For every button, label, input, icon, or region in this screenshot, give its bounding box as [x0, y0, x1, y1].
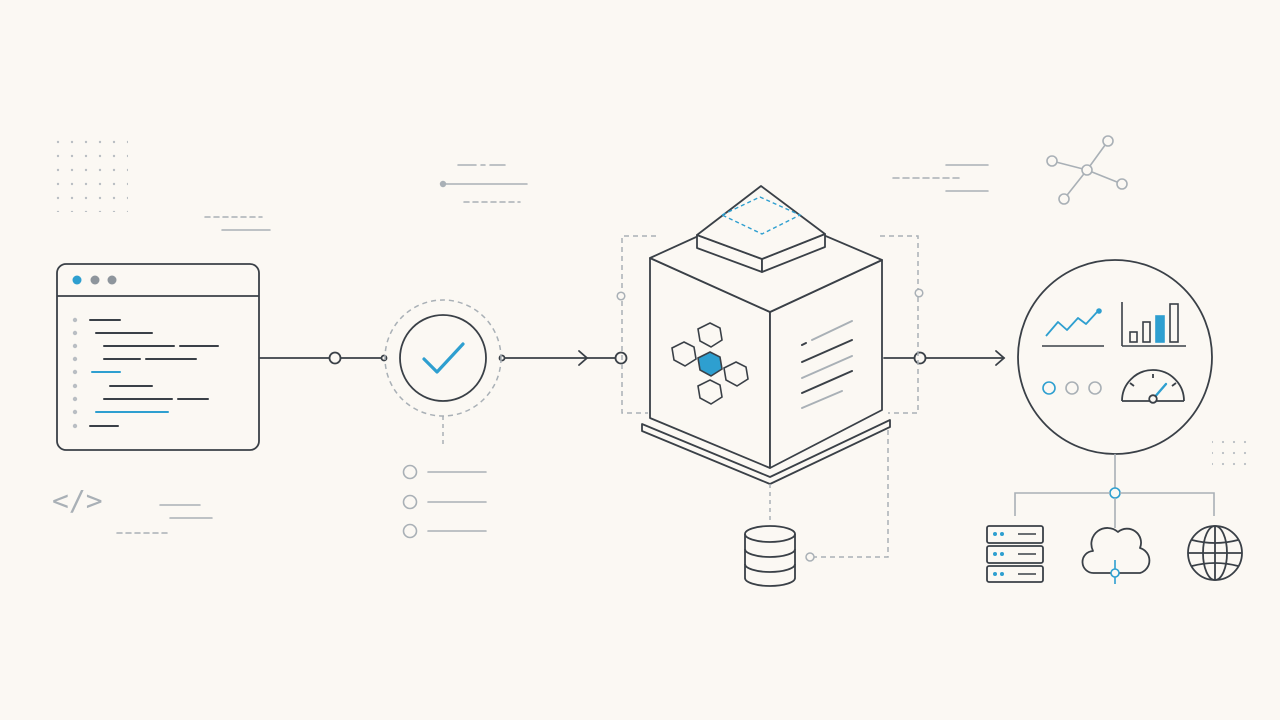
window-dot-gray: [107, 275, 117, 285]
dot-grid-top-left: [52, 140, 128, 212]
hexagon-cluster-icon: [671, 322, 749, 405]
window-dot-blue: [72, 275, 82, 285]
processing-cube: [616, 185, 924, 562]
bar-chart-icon: [1121, 302, 1186, 347]
connector-nodes: [328, 351, 927, 365]
arrowhead-1: [578, 350, 589, 366]
dash-dot-marker: [439, 180, 447, 188]
code-brackets-icon: </>: [52, 484, 103, 517]
cube-text-lines: [801, 320, 853, 409]
validation-check-icon: [384, 299, 502, 446]
window-dot-gray: [90, 275, 100, 285]
arrowhead-2: [995, 350, 1006, 366]
dash-lines-top-right: [892, 164, 989, 192]
status-dots: [1042, 381, 1102, 395]
dash-lines-top-center: [443, 164, 528, 203]
line-chart-icon: [1042, 308, 1104, 347]
code-lines: [89, 319, 219, 427]
code-editor-window: [56, 263, 260, 451]
checklist: [402, 464, 487, 539]
code-line-numbers: [72, 317, 78, 429]
dash-lines-bottom-left: [116, 504, 213, 534]
decorations: [52, 140, 1248, 534]
network-graph-icon: [1046, 135, 1128, 205]
flow-connectors: [259, 350, 1006, 366]
analytics-dashboard: [1014, 259, 1215, 528]
cloud-icon: [1081, 527, 1151, 584]
globe-icon: [1187, 525, 1243, 581]
dot-grid-right: [1212, 436, 1248, 470]
database-icon: [744, 525, 796, 587]
dash-lines-left: [204, 216, 271, 231]
server-rack-icon: [986, 525, 1044, 583]
gauge-icon: [1121, 369, 1185, 404]
